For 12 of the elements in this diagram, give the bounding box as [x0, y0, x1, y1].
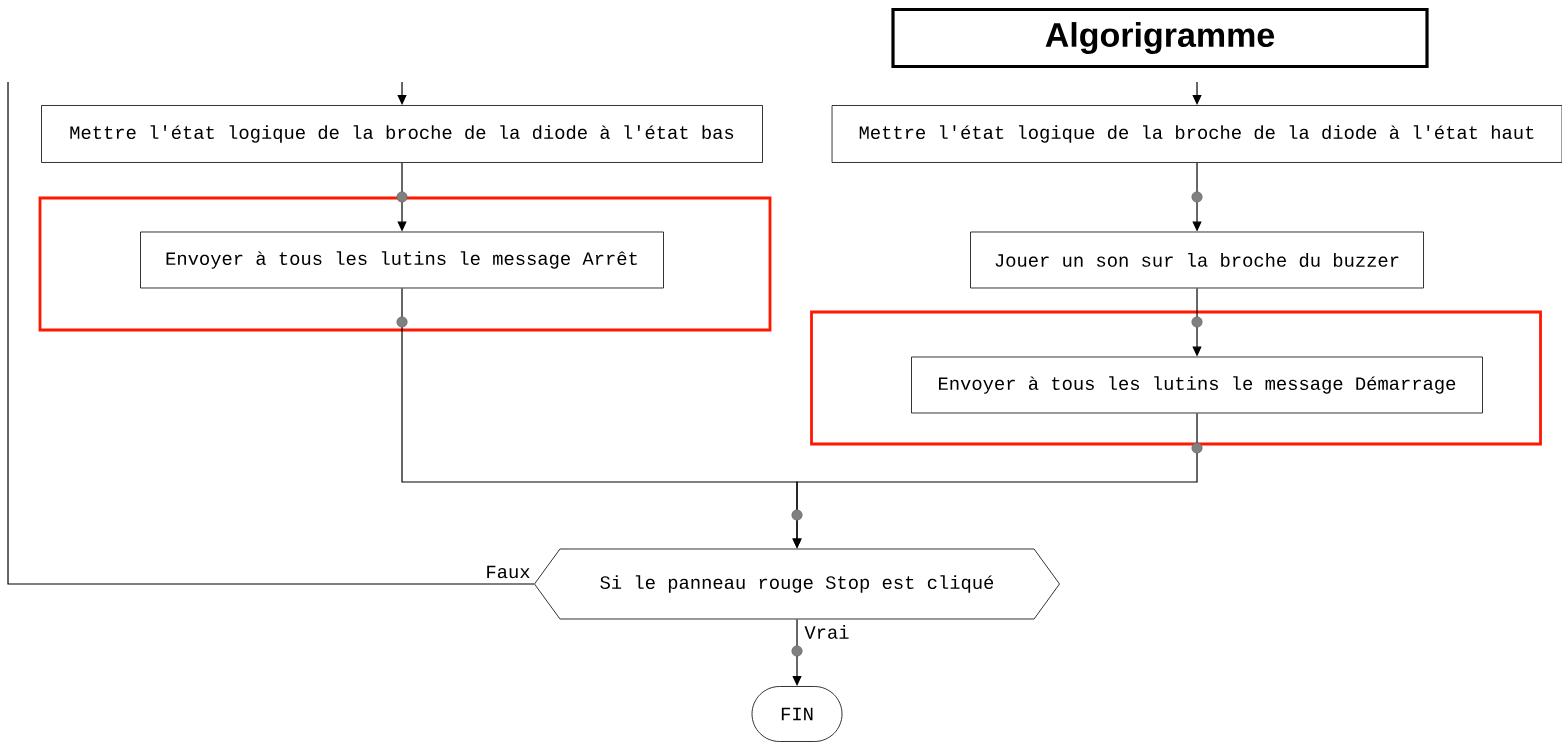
- process-box: Jouer un son sur la broche du buzzer: [970, 231, 1424, 289]
- process-box: Envoyer à tous les lutins le message Arrêt: [140, 231, 664, 289]
- edge-label: Vrai: [802, 623, 852, 641]
- decision-hexagon: Si le panneau rouge Stop est cliqué: [534, 548, 1060, 620]
- highlight-frame: [810, 310, 1542, 446]
- highlight-frame: [38, 196, 772, 332]
- title-box: Algorigramme: [891, 7, 1429, 69]
- connector: [7, 81, 535, 585]
- process-box: Mettre l'état logique de la broche de la diode à l'état bas: [41, 105, 763, 163]
- process-box: Mettre l'état logique de la broche de la diode à l'état haut: [831, 105, 1562, 163]
- edge-label: Faux: [483, 563, 533, 581]
- process-box: Envoyer à tous les lutins le message Démarrage: [911, 356, 1483, 414]
